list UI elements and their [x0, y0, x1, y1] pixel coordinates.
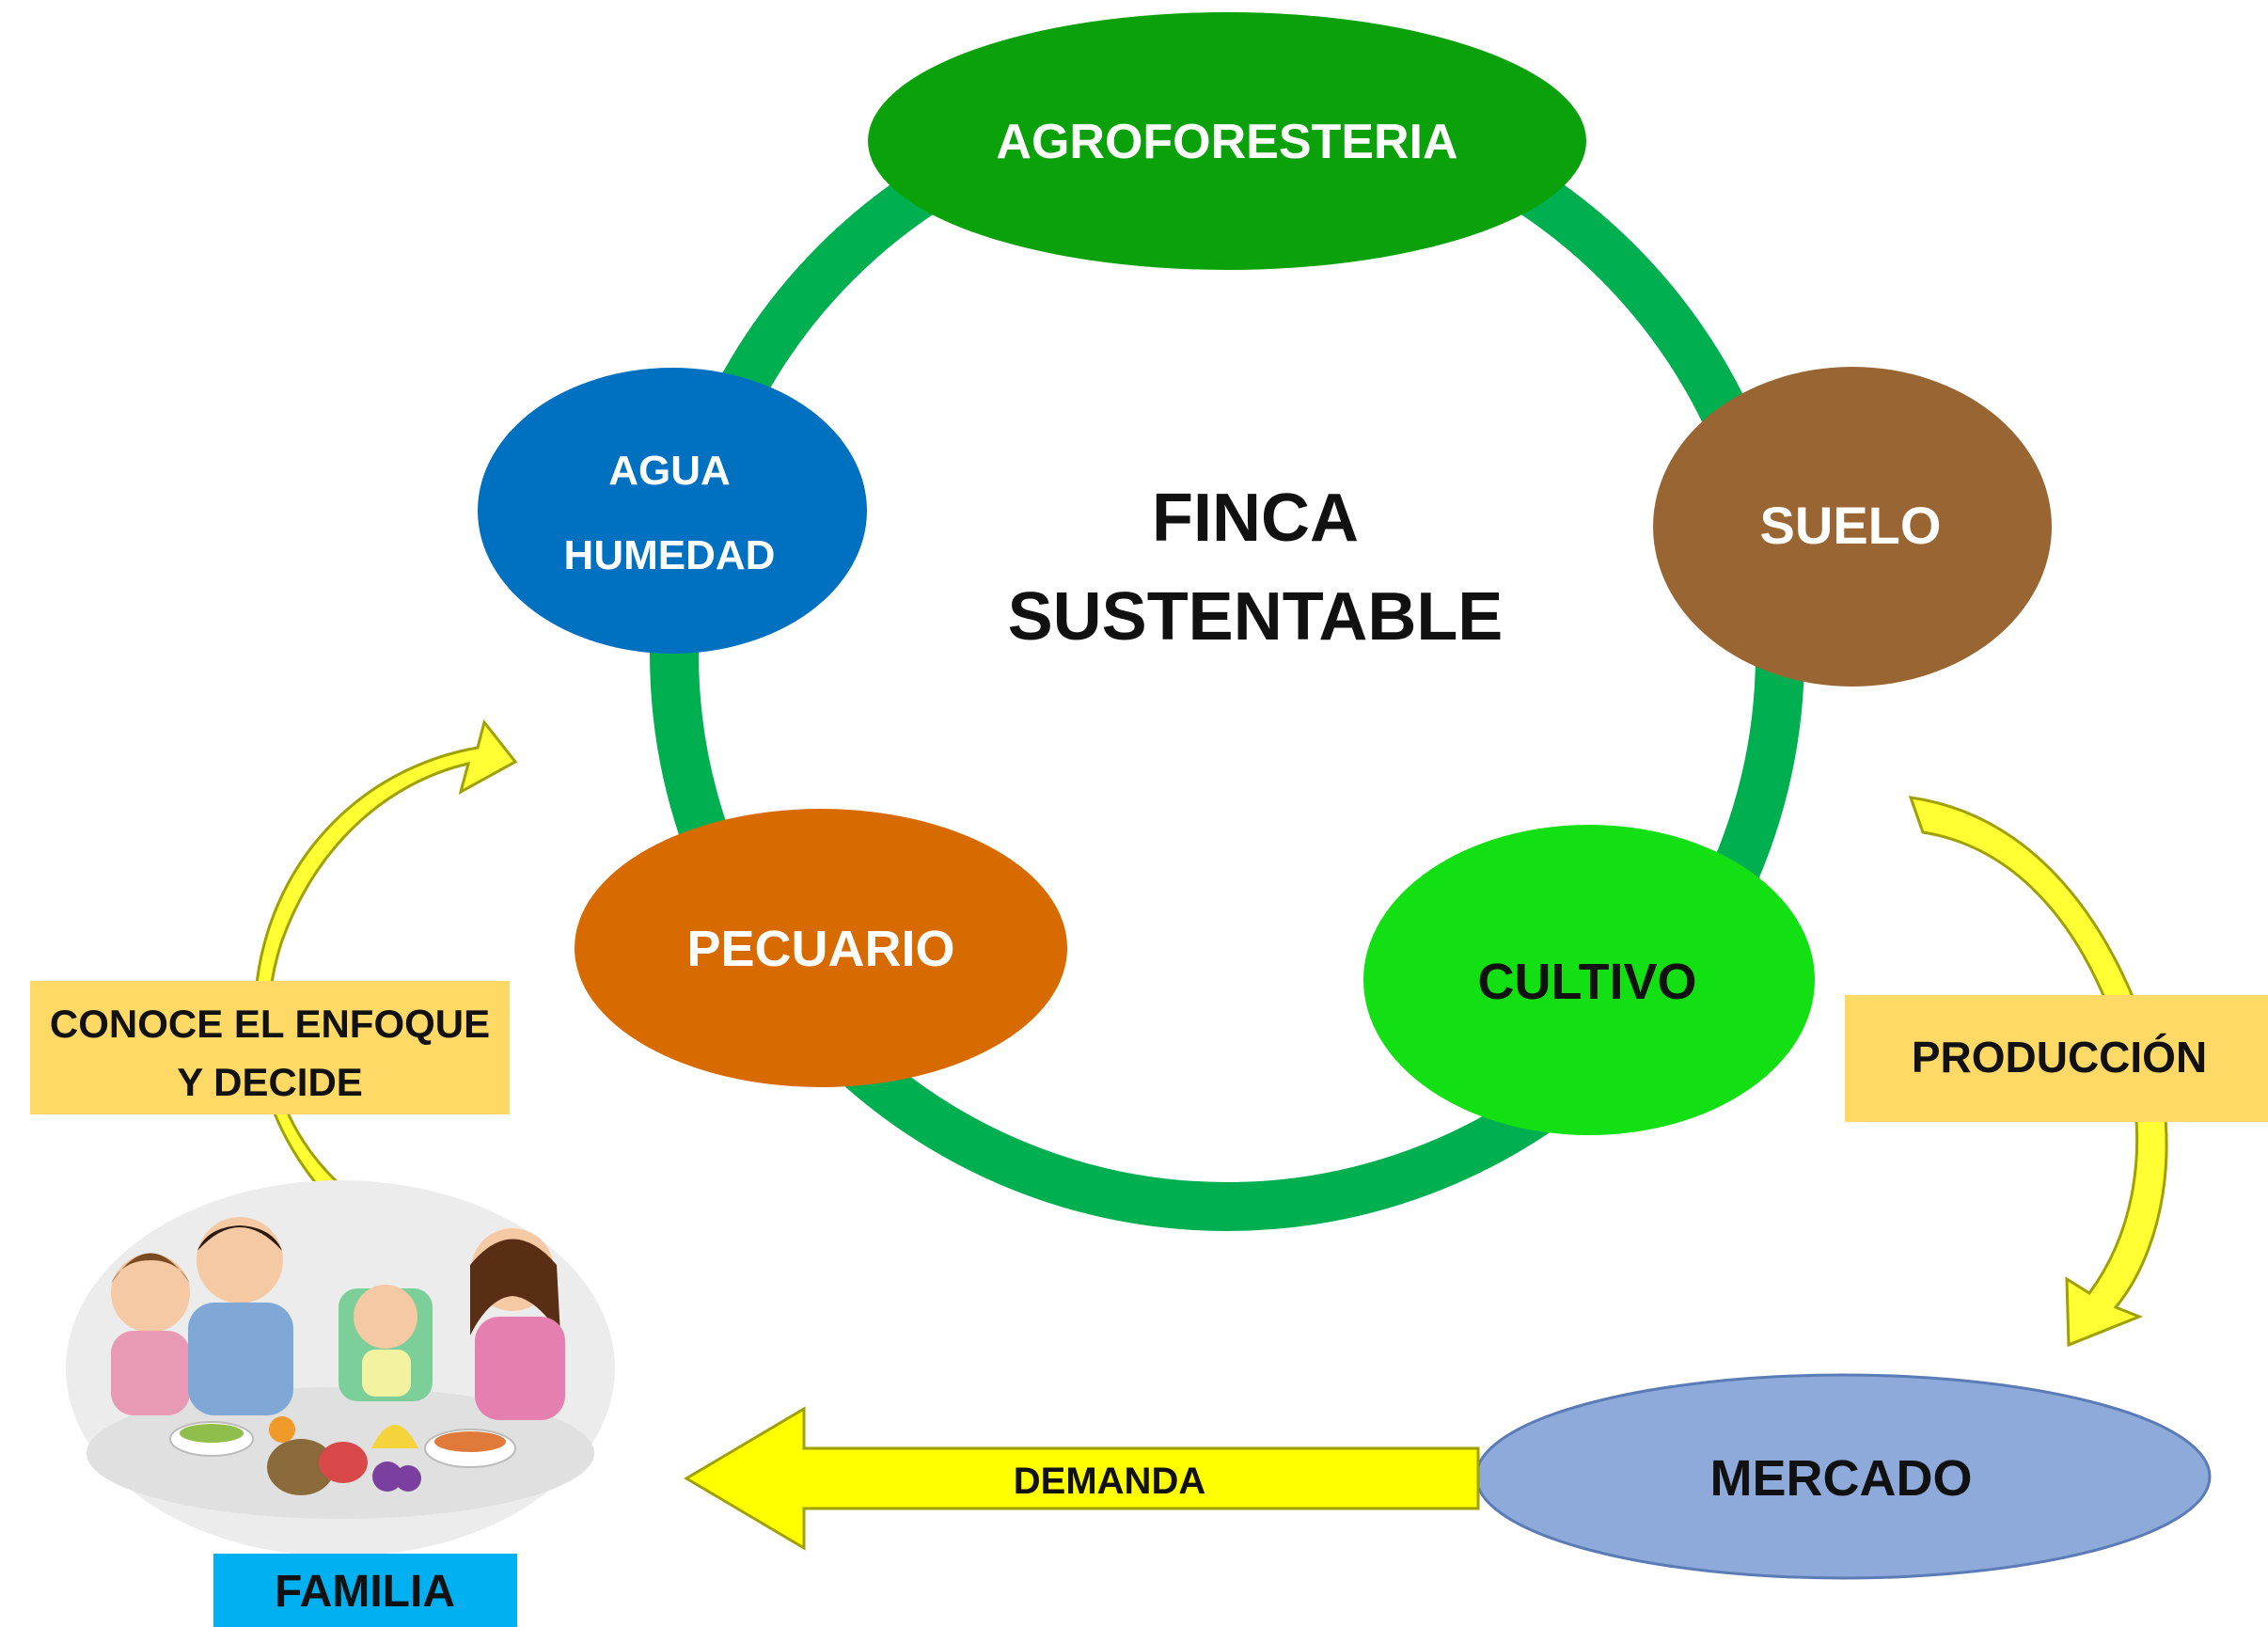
flow-produccion-label: PRODUCCIÓN	[1912, 1033, 2207, 1082]
familia-label-box: FAMILIA	[213, 1554, 517, 1627]
node-mercado-label: MERCADO	[1710, 1450, 1973, 1507]
center-title: FINCA SUSTENTABLE	[1008, 481, 1504, 655]
curved-arrow-conoce	[253, 719, 518, 1220]
familia-label: FAMILIA	[275, 1567, 455, 1617]
node-humedad-label: HUMEDAD	[564, 532, 776, 578]
person-girl	[111, 1253, 190, 1415]
flow-conoce: CONOCE EL ENFOQUE Y DECIDE	[30, 981, 510, 1114]
node-mercado: MERCADO	[1474, 1373, 2212, 1580]
flow-produccion: PRODUCCIÓN	[1845, 995, 2268, 1122]
curved-arrow-produccion	[1908, 796, 2168, 1348]
flow-demanda: DEMANDA	[684, 1406, 1480, 1551]
food-bowls	[169, 1416, 516, 1495]
node-agroforesteria-label: AGROFORESTERIA	[996, 115, 1457, 169]
node-suelo-label: SUELO	[1760, 496, 1942, 555]
node-agua-humedad: AGUA HUMEDAD	[478, 368, 867, 654]
center-title-line1: FINCA	[1152, 481, 1359, 556]
node-agroforesteria: AGROFORESTERIA	[868, 12, 1586, 270]
node-suelo: SUELO	[1653, 367, 2052, 687]
person-baby	[339, 1285, 433, 1401]
center-title-line2: SUSTENTABLE	[1008, 579, 1504, 655]
node-cultivo: CULTIVO	[1363, 825, 1815, 1135]
person-mother	[470, 1228, 565, 1420]
node-cultivo-label: CULTIVO	[1478, 954, 1697, 1010]
node-agua-label: AGUA	[608, 448, 731, 494]
flow-conoce-line2: Y DECIDE	[177, 1060, 363, 1104]
person-father	[188, 1217, 293, 1415]
family-illustration	[66, 1180, 615, 1556]
flow-demanda-label: DEMANDA	[1014, 1461, 1205, 1502]
flow-conoce-line1: CONOCE EL ENFOQUE	[50, 1002, 490, 1046]
node-pecuario: PECUARIO	[575, 809, 1067, 1087]
node-pecuario-label: PECUARIO	[686, 921, 954, 977]
